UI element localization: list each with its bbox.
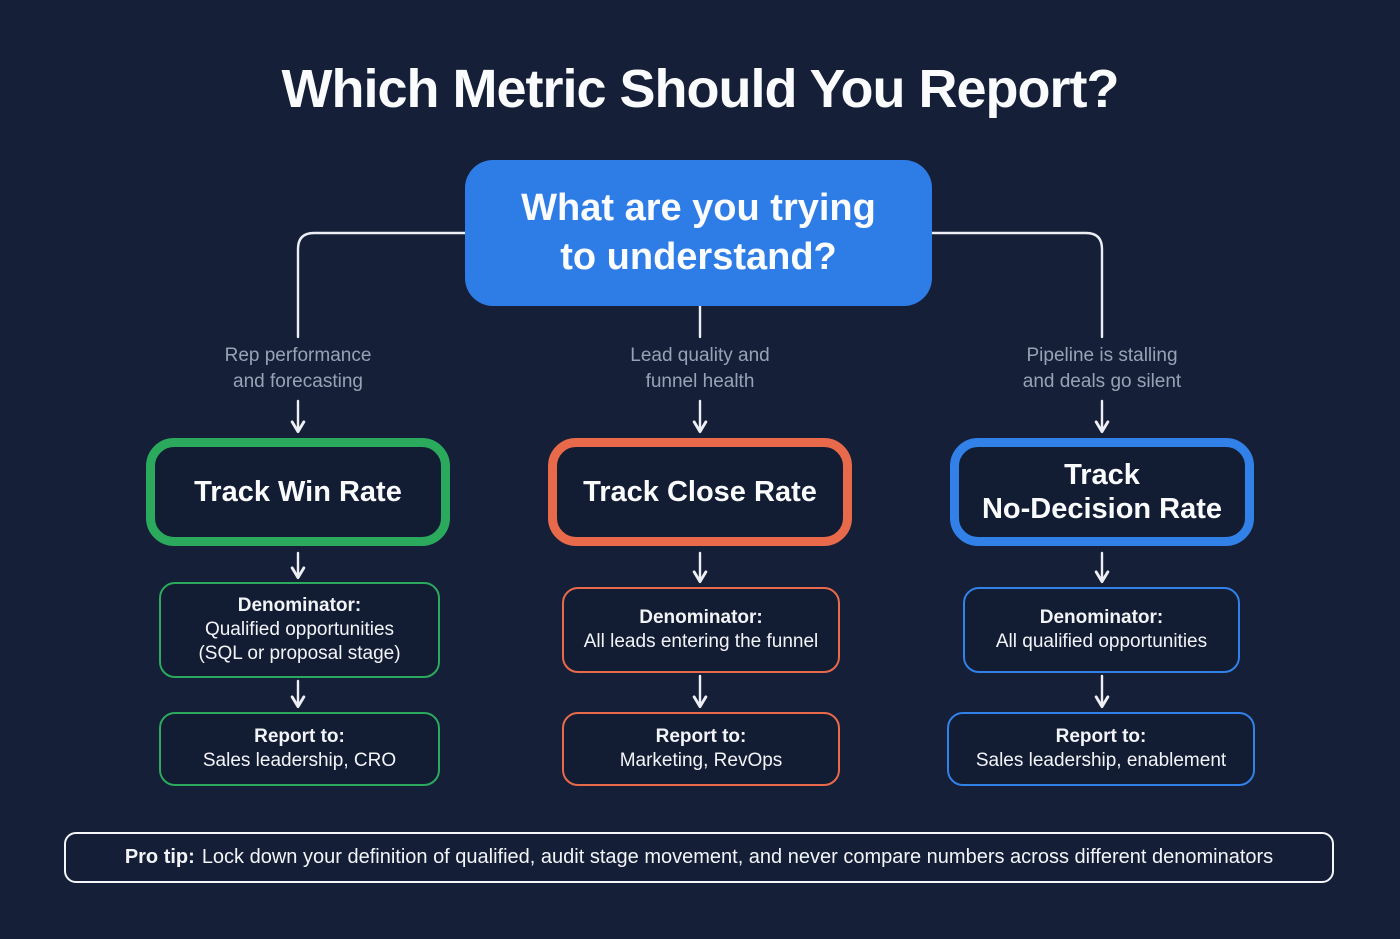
metric-box-close-rate: Track Close Rate [548,438,852,546]
condition-label-no-decision: Pipeline is stalling and deals go silent [1022,345,1182,392]
report-to-box-close: Report to: Marketing, RevOps [562,712,840,786]
condition-label-close: Lead quality and funnel health [630,345,770,392]
denominator-value: All leads entering the funnel [583,631,819,652]
report-to-value: Sales leadership, CRO [202,750,397,771]
pro-tip-text: Lock down your definition of qualified, … [201,846,1274,868]
pro-tip-banner: Pro tip: Lock down your definition of qu… [64,832,1334,883]
denominator-value: Qualified opportunities (SQL or proposal… [198,619,401,664]
report-to-value: Marketing, RevOps [619,750,783,771]
metric-box-win-rate: Track Win Rate [146,438,450,546]
denominator-label: Denominator: [237,595,362,616]
denominator-value: All qualified opportunities [995,631,1208,652]
denominator-box-win: Denominator: Qualified opportunities (SQ… [159,582,440,678]
denominator-label: Denominator: [1039,607,1164,628]
report-to-label: Report to: [1055,726,1147,747]
root-question-box: What are you trying to understand? [465,160,932,306]
report-to-label: Report to: [254,726,345,747]
report-to-value: Sales leadership, enablement [975,750,1227,771]
page-title: Which Metric Should You Report? [281,59,1120,119]
report-to-box-win: Report to: Sales leadership, CRO [159,712,440,786]
report-to-box-no-decision: Report to: Sales leadership, enablement [947,712,1255,786]
condition-label-win: Rep performance and forecasting [224,345,372,392]
pro-tip-label: Pro tip: [124,846,195,868]
metric-box-no-decision-rate: Track No-Decision Rate [950,438,1254,546]
denominator-label: Denominator: [639,607,763,628]
denominator-box-no-decision: Denominator: All qualified opportunities [963,587,1240,673]
denominator-box-close: Denominator: All leads entering the funn… [562,587,840,673]
report-to-label: Report to: [655,726,747,747]
